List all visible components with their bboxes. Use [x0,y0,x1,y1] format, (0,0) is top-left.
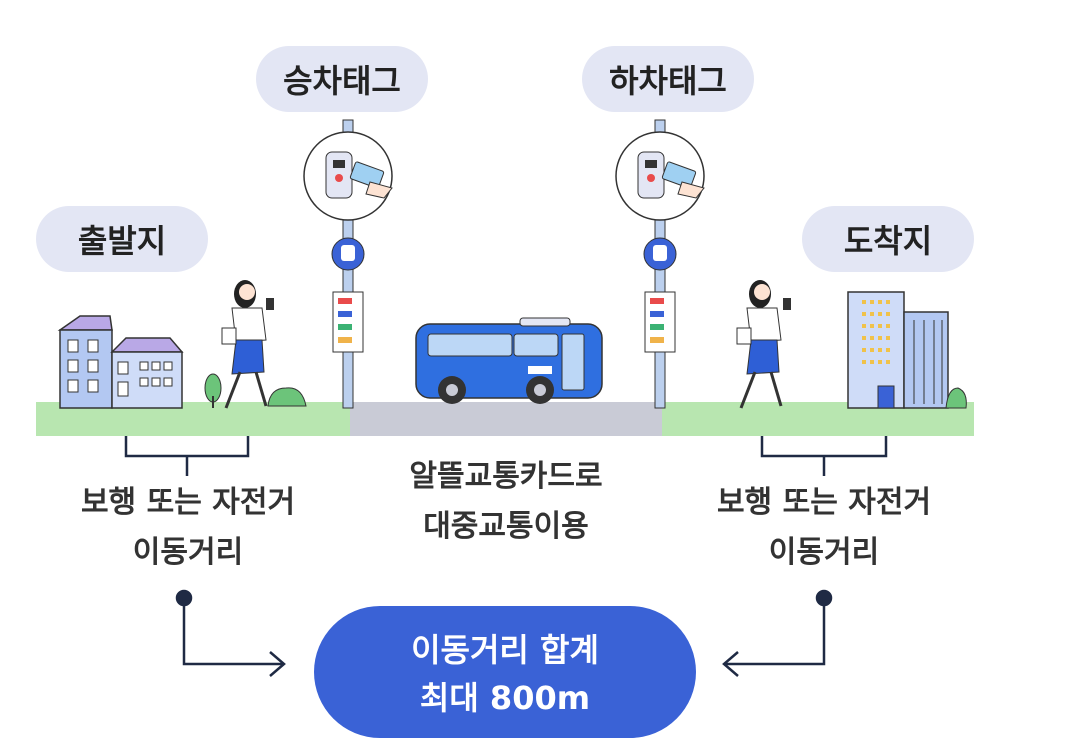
walking-woman-icon [221,280,274,409]
right-segment-line2: 이동거리 [768,535,880,570]
left-arrow [175,589,286,677]
total-distance-pill: 이동거리 합계 최대 800m [314,606,696,738]
tree-icon [204,373,222,408]
card-tag-reader-icon [615,131,705,221]
office-building-icon [847,291,949,409]
card-tag-reader-icon [303,131,393,221]
middle-segment-label: 알뜰교통카드로 대중교통이용 [356,452,656,552]
right-segment-line1: 보행 또는 자전거 [716,485,932,520]
left-bracket [124,436,250,476]
left-segment-label: 보행 또는 자전거 이동거리 [40,478,336,578]
right-segment-label: 보행 또는 자전거 이동거리 [676,478,972,578]
alighting-tag-pill: 하차태그 [582,46,754,112]
road [350,402,662,436]
bush-icon [267,387,307,407]
left-segment-line2: 이동거리 [132,535,244,570]
right-arrow [722,589,833,677]
building-icon [57,315,184,409]
right-bracket [760,436,888,476]
destination-pill: 도착지 [802,206,974,272]
middle-segment-line2: 대중교통이용 [423,509,589,544]
middle-segment-line1: 알뜰교통카드로 [409,459,603,494]
bus-stop-sign-icon [643,119,677,409]
origin-label: 출발지 [77,222,167,260]
walking-woman-icon [736,280,791,409]
left-segment-line1: 보행 또는 자전거 [80,485,296,520]
boarding-tag-label: 승차태그 [283,62,401,100]
bush-icon [945,387,967,409]
origin-pill: 출발지 [36,206,208,272]
total-line1: 이동거리 합계 [411,631,599,669]
destination-label: 도착지 [843,222,933,260]
bus-icon [415,317,603,404]
bus-stop-sign-icon [331,119,365,409]
boarding-tag-pill: 승차태그 [256,46,428,112]
total-line2: 최대 800m [419,679,591,717]
alighting-tag-label: 하차태그 [609,62,727,100]
